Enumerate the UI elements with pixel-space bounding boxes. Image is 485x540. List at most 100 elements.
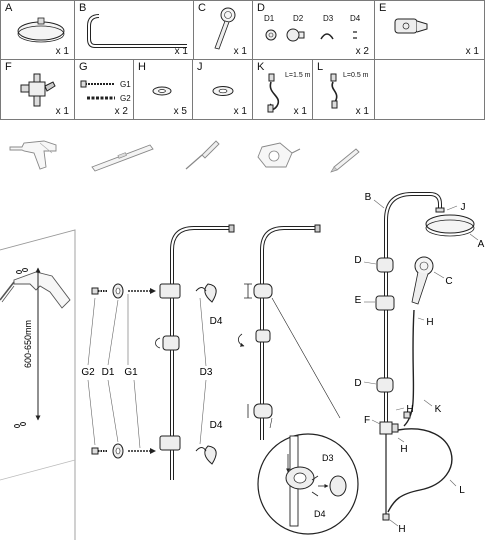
callout-d1: D1 [102, 367, 115, 378]
overhead-shower-head-icon [17, 17, 65, 43]
callout-l: L [459, 485, 465, 496]
part-cell-d: D D1 D2 D3 D4 x 2 [252, 0, 375, 60]
callout-d4-zoom: D4 [314, 509, 326, 519]
bracket-cover-icon [195, 283, 217, 465]
screw-and-plug-icon [91, 287, 156, 455]
part-qty: x 1 [355, 106, 369, 117]
hose-icon [267, 73, 280, 113]
part-letter: K [257, 61, 265, 73]
callout-b: B [365, 192, 372, 203]
part-cell-j: J x 1 [192, 59, 253, 120]
part-cell-c: C x 1 [193, 0, 253, 60]
wall-bracket-top [253, 283, 273, 299]
callout-d-bottom: D [354, 378, 361, 389]
callout-g1: G1 [124, 367, 138, 378]
part-cell-g: G G1 G2 x 2 [74, 59, 134, 120]
callout-e: E [355, 295, 362, 306]
screwdriver-icon [185, 140, 220, 170]
drill-hole-mark-bottom [14, 422, 26, 428]
callout-h-mid: H [406, 404, 413, 415]
part-letter: H [138, 61, 146, 73]
part-cell-f: F x 1 [0, 59, 75, 120]
callout-d3: D3 [200, 367, 213, 378]
part-cell-k: K L=1.5 m x 1 [252, 59, 313, 120]
subpart-label-g2: G2 [120, 94, 131, 103]
hand-shower-icon [214, 7, 236, 50]
screw-and-plug-icon [80, 80, 115, 100]
part-letter: A [5, 2, 13, 14]
callout-d4-bottom: D4 [210, 420, 223, 431]
subpart-label-g1: G1 [120, 80, 131, 89]
part-qty: x 2 [114, 106, 128, 117]
callout-j: J [461, 202, 466, 213]
part-qty: x 1 [465, 46, 479, 57]
drill-icon [9, 140, 57, 170]
callout-c: C [445, 276, 452, 287]
diverter-valve-icon [379, 421, 399, 435]
wall-bracket-icon [265, 28, 357, 42]
installation-diagram: 600-650mm [0, 192, 485, 540]
bracket-mounting-step: G2 D1 G1 D3 D4 D4 [81, 224, 235, 480]
part-letter: F [5, 61, 12, 73]
washer-icon [152, 86, 172, 96]
parts-table: A x 1 B x 1 C x 1 D D1 D2 D3 D4 [0, 0, 485, 120]
part-cell-h: H x 5 [133, 59, 193, 120]
callout-d-top: D [354, 255, 361, 266]
wall-bracket-bottom [159, 435, 181, 451]
callout-d3-zoom: D3 [322, 453, 334, 463]
callout-h-top: H [426, 317, 433, 328]
hose-length-label: L=1.5 m [285, 72, 311, 79]
part-qty: x 1 [233, 106, 247, 117]
part-letter: D [257, 2, 265, 14]
part-cell-b: B x 1 [74, 0, 194, 60]
part-letter: E [379, 2, 387, 14]
callout-k: K [435, 404, 442, 415]
part-cell-a: A x 1 [0, 0, 75, 60]
subpart-label-d1: D1 [264, 14, 275, 23]
wall-bracket-bottom [376, 377, 394, 393]
completed-assembly-step: B J A D C E H D H K F H L H [354, 192, 485, 535]
part-qty: x 1 [55, 106, 69, 117]
hose-icon [330, 73, 338, 109]
flat-washer-icon [212, 86, 234, 96]
part-letter: J [197, 61, 203, 73]
subpart-label-d2: D2 [293, 14, 304, 23]
sliding-holder-icon [394, 18, 428, 34]
drill-icon [0, 271, 71, 309]
part-cell-l: L L=0.5 m x 1 [312, 59, 375, 120]
callout-f: F [364, 415, 370, 426]
part-letter: C [198, 2, 206, 14]
sliding-holder-icon [255, 329, 271, 343]
riser-mounting-step: D3 D4 [238, 224, 359, 535]
part-qty: x 1 [174, 46, 188, 57]
sliding-holder-icon [162, 335, 180, 351]
shower-riser-pipe-icon [87, 14, 187, 48]
hose-icon [403, 309, 415, 427]
part-letter: B [79, 2, 87, 14]
diverter-valve-icon [20, 73, 56, 107]
subpart-label-d3: D3 [323, 14, 334, 23]
part-cell-empty [374, 59, 485, 120]
wall-bracket-bottom [253, 403, 273, 419]
spirit-level-icon [91, 144, 154, 172]
wall-bracket-top [159, 283, 181, 299]
wall-marking-step: 600-650mm [0, 229, 76, 540]
wall-bracket-base [112, 283, 124, 459]
height-label: 600-650mm [23, 320, 33, 368]
callout-h-bottom: H [398, 524, 405, 535]
overhead-shower-head-icon [425, 214, 475, 237]
tools-row [9, 140, 360, 173]
tape-measure-icon [257, 142, 301, 168]
part-qty: x 5 [173, 106, 187, 117]
part-letter: L [317, 61, 324, 73]
drill-hole-mark-top [16, 268, 28, 274]
subpart-label-d4: D4 [350, 14, 361, 23]
part-letter: G [79, 61, 88, 73]
callout-d4-top: D4 [210, 316, 223, 327]
part-qty: x 2 [355, 46, 369, 57]
callout-h-lower: H [400, 444, 407, 455]
hose-length-label: L=0.5 m [343, 72, 369, 79]
hose-icon [387, 428, 453, 513]
callout-a: A [478, 239, 485, 250]
part-qty: x 1 [233, 46, 247, 57]
